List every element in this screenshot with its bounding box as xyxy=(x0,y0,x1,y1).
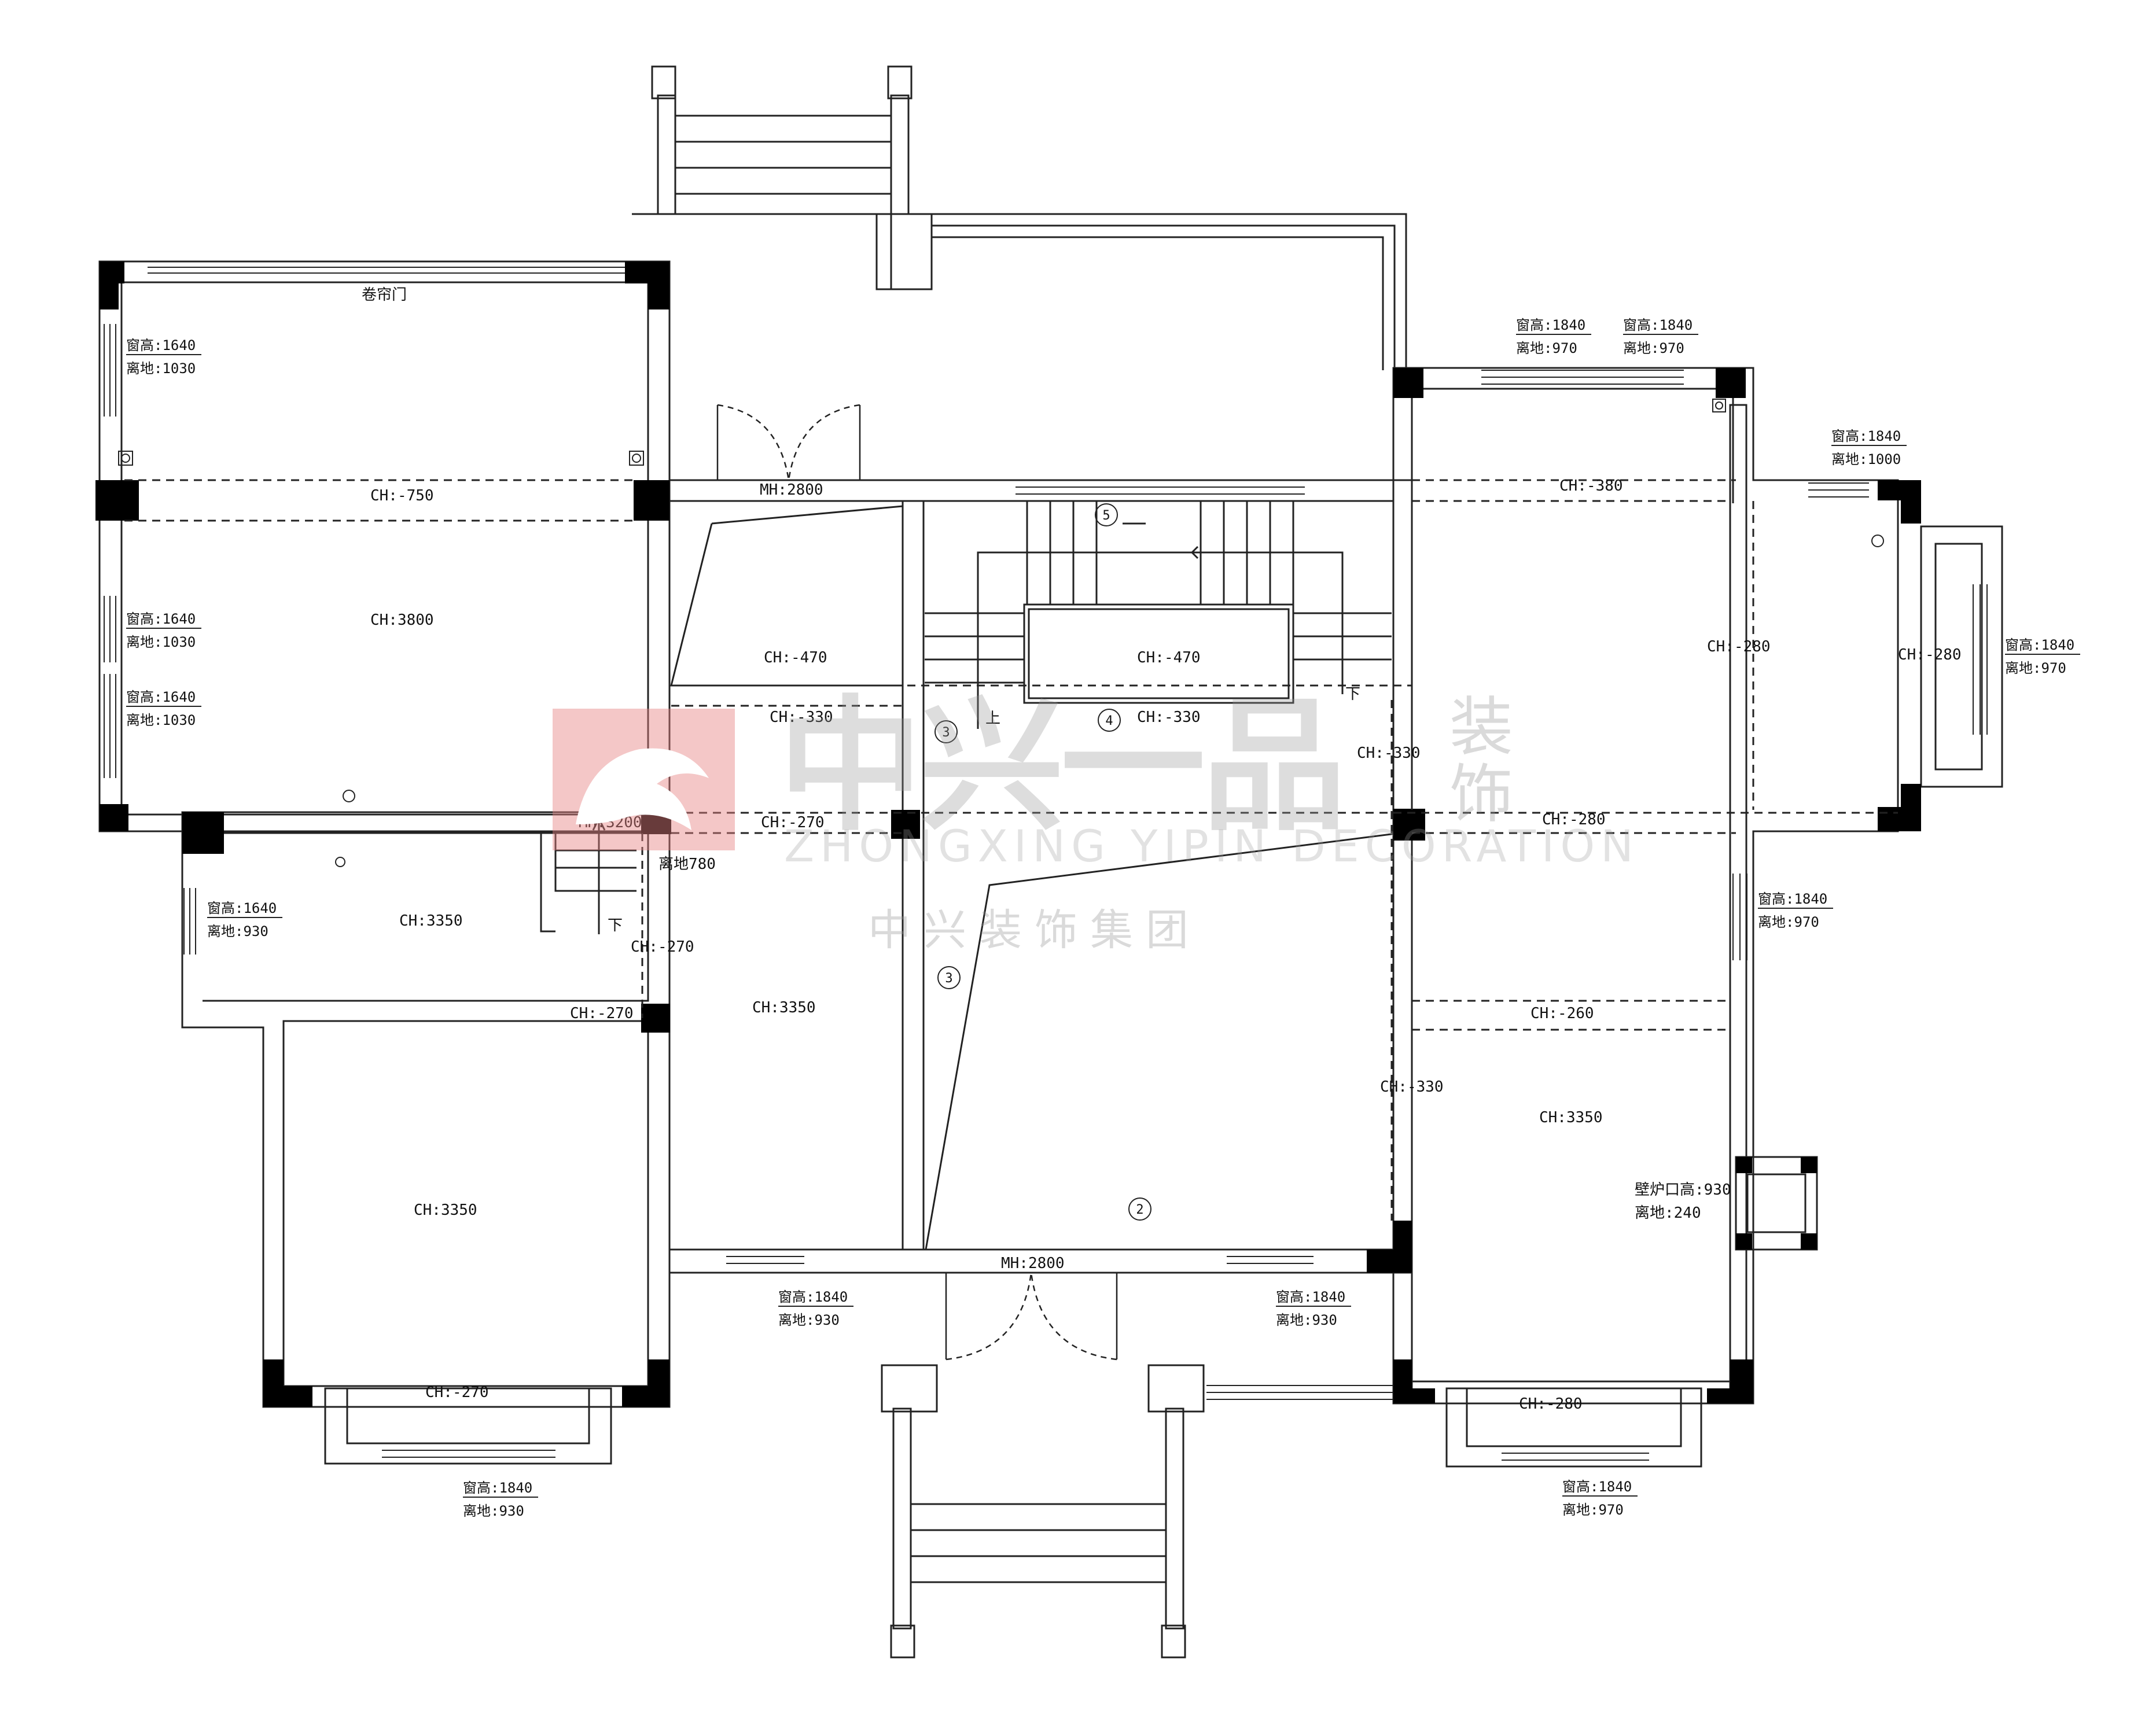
svg-text:离地:970: 离地:970 xyxy=(1758,914,1819,930)
label-mh-bottom: MH:2800 xyxy=(1001,1255,1065,1272)
svg-text:离地:970: 离地:970 xyxy=(1623,340,1684,356)
label-fireplace-off: 离地:240 xyxy=(1635,1204,1701,1222)
svg-text:离地:930: 离地:930 xyxy=(207,923,268,939)
label-beam-270-b: CH:-270 xyxy=(631,938,694,956)
svg-text:窗高:1840: 窗高:1840 xyxy=(1831,428,1901,444)
label-sill-780: 离地780 xyxy=(658,856,716,873)
window-tag: 窗高:1640 离地:1030 xyxy=(126,689,201,728)
label-stair-down-a: 下 xyxy=(608,917,623,934)
label-beam-330-c: CH:-330 xyxy=(1357,745,1421,762)
label-mh-top: MH:2800 xyxy=(760,481,823,499)
svg-text:离地:1030: 离地:1030 xyxy=(126,360,196,377)
label-beam-330-d: CH:-330 xyxy=(1380,1078,1444,1096)
section-markers xyxy=(934,503,1151,1221)
label-room-r: CH:3350 xyxy=(1539,1109,1603,1126)
marker-2: 2 xyxy=(1136,1203,1143,1217)
watermark-group: 中兴装饰集团 xyxy=(868,905,1201,955)
marker-3a: 3 xyxy=(942,725,950,740)
label-room-mid: CH:3350 xyxy=(752,999,816,1016)
company-logo-icon xyxy=(553,709,735,850)
svg-text:窗高:1640: 窗高:1640 xyxy=(126,689,196,705)
label-beam-270-d: CH:-270 xyxy=(425,1384,489,1401)
watermark-english: ZHONGXING YIPIN DECORATION xyxy=(784,820,1640,872)
label-beam-270-c: CH:-270 xyxy=(570,1005,634,1022)
label-beam-330-b: CH:-330 xyxy=(1137,709,1201,726)
label-beam-280-d: CH:-280 xyxy=(1519,1395,1583,1413)
stair-arrows xyxy=(592,522,1221,934)
svg-text:窗高:1840: 窗高:1840 xyxy=(1516,317,1585,333)
label-stair-up: 上 xyxy=(985,710,1000,727)
svg-text:窗高:1640: 窗高:1640 xyxy=(207,900,277,916)
window-tag: 窗高:1840 离地:970 xyxy=(1516,317,1591,356)
svg-text:离地:1030: 离地:1030 xyxy=(126,712,196,728)
window-tag: 窗高:1840 离地:970 xyxy=(1623,317,1698,356)
marker-4: 4 xyxy=(1105,714,1113,728)
label-beam-330-a: CH:-330 xyxy=(770,709,833,726)
svg-text:离地:930: 离地:930 xyxy=(778,1312,840,1328)
label-roller-door: 卷帘门 xyxy=(362,286,407,304)
marker-3b: 3 xyxy=(945,971,952,986)
label-room-l: CH:3350 xyxy=(399,912,463,930)
label-beam-top-r: CH:-380 xyxy=(1559,477,1623,495)
label-fireplace-height: 壁炉口高:930 xyxy=(1635,1181,1731,1199)
label-room-bl: CH:3350 xyxy=(414,1202,477,1219)
svg-text:离地:970: 离地:970 xyxy=(1516,340,1577,356)
svg-text:窗高:1840: 窗高:1840 xyxy=(1562,1479,1632,1495)
label-beam-280-c: CH:-280 xyxy=(1542,811,1606,828)
window-tag: 窗高:1840 离地:1000 xyxy=(1831,428,1907,467)
svg-text:窗高:1840: 窗高:1840 xyxy=(778,1289,848,1305)
ceiling-fixtures xyxy=(118,399,1884,867)
marker-5: 5 xyxy=(1102,508,1110,523)
label-beam-470-a: CH:-470 xyxy=(764,649,827,666)
watermark-side: 装饰 xyxy=(1449,690,1513,831)
beam-lines xyxy=(124,479,1898,1221)
svg-text:离地:930: 离地:930 xyxy=(1276,1312,1337,1328)
stair-treads xyxy=(675,115,1166,1583)
window-tag: 窗高:1840 离地:970 xyxy=(2005,637,2080,676)
svg-text:窗高:1840: 窗高:1840 xyxy=(463,1480,532,1496)
label-beam-top-l: CH:-750 xyxy=(370,487,434,504)
doors xyxy=(716,404,1118,1361)
window-tag: 窗高:1840 离地:970 xyxy=(1562,1479,1638,1518)
label-beam-280-b: CH:-280 xyxy=(1898,646,1962,664)
window-tag: 窗高:1640 离地:930 xyxy=(207,900,282,939)
window-tag: 窗高:1640 离地:1030 xyxy=(126,611,201,650)
window-tag: 窗高:1840 离地:970 xyxy=(1758,891,1833,930)
svg-text:窗高:1840: 窗高:1840 xyxy=(1758,891,1827,907)
window-tag: 窗高:1640 离地:1030 xyxy=(126,337,201,377)
svg-text:离地:970: 离地:970 xyxy=(2005,660,2066,676)
label-room-tl: CH:3800 xyxy=(370,611,434,629)
window-tag: 窗高:1840 离地:930 xyxy=(463,1480,538,1519)
svg-text:离地:970: 离地:970 xyxy=(1562,1502,1624,1518)
svg-text:窗高:1640: 窗高:1640 xyxy=(126,337,196,353)
window-frames xyxy=(104,261,1988,1461)
label-beam-470-b: CH:-470 xyxy=(1137,649,1201,666)
svg-text:离地:1030: 离地:1030 xyxy=(126,634,196,650)
label-beam-260: CH:-260 xyxy=(1530,1005,1594,1022)
svg-text:离地:1000: 离地:1000 xyxy=(1831,451,1901,467)
svg-text:窗高:1840: 窗高:1840 xyxy=(1276,1289,1345,1305)
columns xyxy=(95,261,1921,1407)
watermark-main: 中兴一品 xyxy=(778,682,1346,850)
window-tag: 窗高:1840 离地:930 xyxy=(778,1289,853,1328)
label-beam-280-a: CH:-280 xyxy=(1707,638,1771,655)
svg-text:窗高:1840: 窗高:1840 xyxy=(1623,317,1693,333)
window-tag: 窗高:1840 离地:930 xyxy=(1276,1289,1351,1328)
window-tags: 窗高:1640 离地:1030 窗高:1640 离地:1030 窗高:1640 离地:… xyxy=(126,317,2080,1519)
marker-numbers: 5 3 4 3 2 xyxy=(942,508,1143,1217)
label-stair-down-b: 下 xyxy=(1345,686,1360,703)
label-beam-270-a: CH:-270 xyxy=(761,814,825,831)
svg-text:离地:930: 离地:930 xyxy=(463,1503,524,1519)
svg-text:窗高:1840: 窗高:1840 xyxy=(2005,637,2074,653)
svg-text:窗高:1640: 窗高:1640 xyxy=(126,611,196,627)
